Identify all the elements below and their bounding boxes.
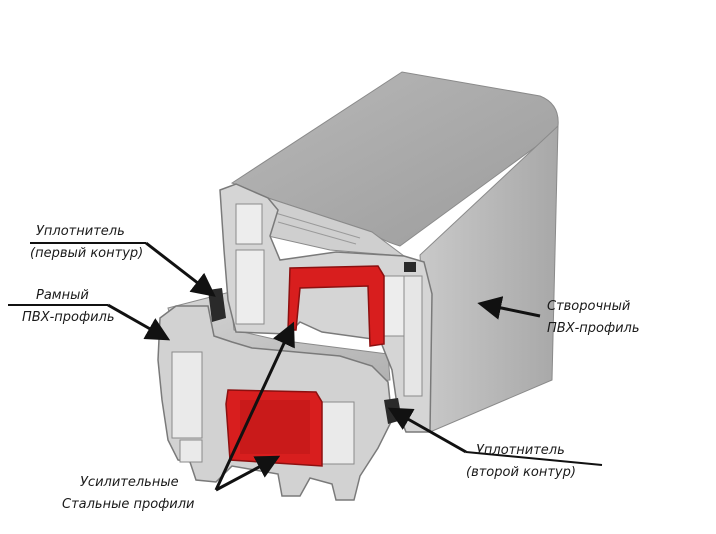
arrow-seal-first	[145, 241, 216, 297]
label-sash-sub: ПВХ-профиль	[547, 321, 640, 336]
arrow-seal-second	[387, 407, 467, 454]
sash-section	[219, 183, 433, 433]
label-seal-first-title: Уплотнитель	[36, 224, 125, 239]
arrow-steel-lower	[215, 455, 281, 492]
arrow-steel-upper	[214, 321, 295, 491]
arrow-sash	[477, 296, 541, 320]
label-seal-second-sub: (второй контур)	[466, 465, 576, 480]
label-steel-sub: Стальные профили	[62, 497, 195, 512]
label-frame-sub: ПВХ-профиль	[22, 310, 115, 325]
label-frame-title: Рамный	[36, 288, 89, 303]
label-seal-second-title: Уплотнитель	[476, 443, 565, 458]
label-steel-title: Усилительные	[80, 475, 179, 490]
label-seal-first-sub: (первый контур)	[30, 246, 144, 261]
label-sash-title: Створочный	[547, 299, 631, 314]
arrow-frame	[107, 303, 171, 341]
